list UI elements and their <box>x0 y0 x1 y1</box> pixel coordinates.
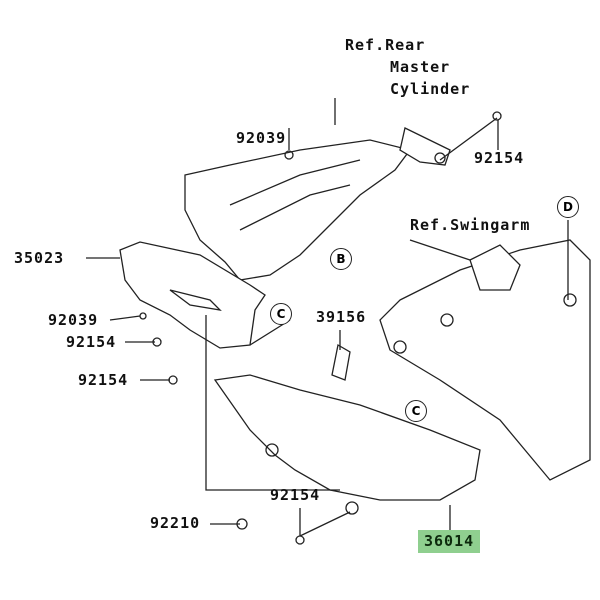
marker-b: B <box>330 248 352 270</box>
part-92154-bottom[interactable]: 92154 <box>270 486 321 504</box>
marker-c: C <box>405 400 427 422</box>
marker-d: D <box>557 196 579 218</box>
part-39156[interactable]: 39156 <box>316 308 367 326</box>
rear-fender-part <box>184 139 412 281</box>
part-92039-top[interactable]: 92039 <box>236 129 287 147</box>
ref-rear-master-cylinder-line1: Ref.Rear <box>345 36 426 54</box>
swingarm <box>379 239 591 481</box>
part-92210[interactable]: 92210 <box>150 514 201 532</box>
chain-guard-36014 <box>213 374 481 501</box>
ref-rear-master-cylinder-line3: Cylinder <box>390 80 471 98</box>
marker-c: C <box>270 303 292 325</box>
ref-swingarm-label: Ref.Swingarm <box>410 216 531 234</box>
part-92154-top[interactable]: 92154 <box>474 149 525 167</box>
master-cylinder-bracket <box>399 127 451 166</box>
ref-rear-master-cylinder-line2: Master <box>390 58 451 76</box>
part-92039-left[interactable]: 92039 <box>48 311 99 329</box>
part-36014-highlighted[interactable]: 36014 <box>418 530 481 553</box>
part-35023[interactable]: 35023 <box>14 249 65 267</box>
part-92154-left1[interactable]: 92154 <box>66 333 117 351</box>
part-92154-left2[interactable]: 92154 <box>78 371 129 389</box>
